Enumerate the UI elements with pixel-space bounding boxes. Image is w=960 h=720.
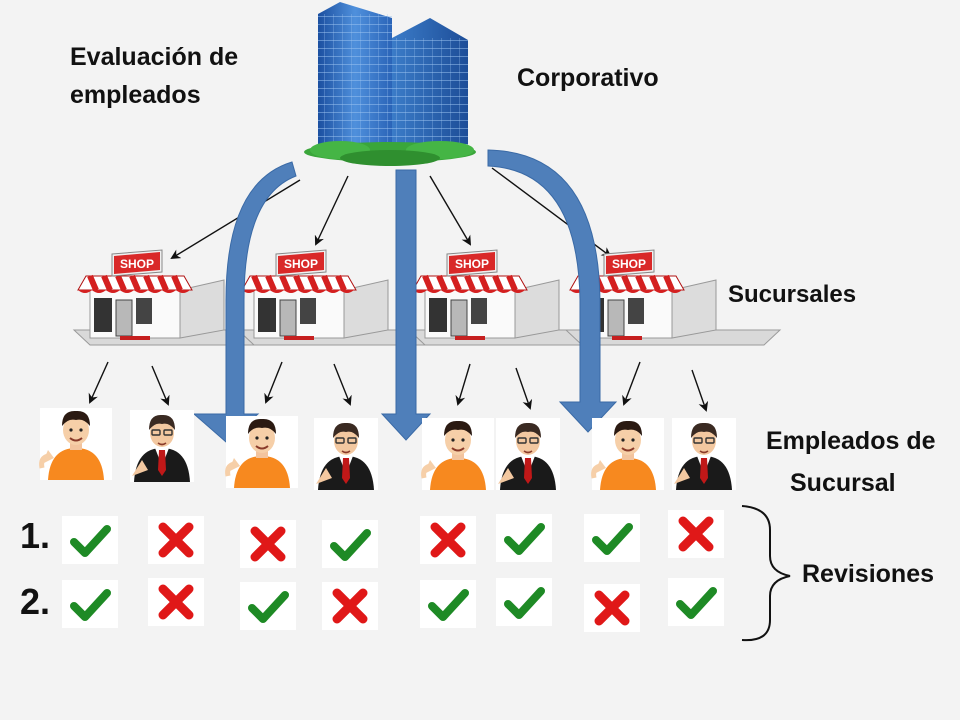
store-sign: SHOP [284,257,318,271]
check-icon-r2-c6 [496,578,552,626]
store-4: SHOP [566,250,780,345]
reviews-label: Revisiones [802,560,935,588]
review-row-2-number: 2. [20,581,51,622]
building-icon [304,2,476,166]
arrow-to-store-3 [429,175,472,246]
store-sign: SHOP [120,257,154,271]
store-3: SHOP [409,250,623,345]
employee-casual-4 [592,418,664,490]
check-icon-r1-c4 [322,520,378,568]
check-icon-r1-c6 [496,514,552,562]
employees-label-line1: Empleados de [766,427,936,455]
employee-manager-4 [671,417,737,491]
cross-icon-r1-c5 [420,516,476,564]
employee-manager-3 [495,417,561,491]
check-icon-r2-c1 [62,580,118,628]
review-marks [62,510,724,632]
arrow-to-store-1 [170,179,301,260]
cross-icon-r2-c4 [322,582,378,630]
check-icon-r2-c3 [240,582,296,630]
review-arrow-center [380,169,432,441]
store-sign: SHOP [455,257,489,271]
corporate-label: Corporativo [517,64,659,92]
check-icon-r2-c5 [420,580,476,628]
employee-manager-2 [313,417,379,491]
employees-label-line2: Sucursal [790,469,896,497]
curly-brace-icon [741,505,791,642]
review-row-1-number: 1. [20,515,51,556]
review-arrow-right [487,149,618,433]
cross-icon-r2-c7 [584,584,640,632]
employee-casual-1 [40,408,112,480]
check-icon-r1-c1 [62,516,118,564]
arrow-to-store-2 [314,175,349,246]
cross-icon-r1-c8 [668,510,724,558]
employees-label: Empleados de Sucursal [766,420,956,504]
store-sign: SHOP [612,257,646,271]
review-flow-arrows [192,149,618,443]
branches-label: Sucursales [728,281,857,308]
diagram-title: Evaluación de empleados [70,43,239,109]
branch-to-employee-arrows [88,361,709,412]
check-icon-r1-c7 [584,514,640,562]
store-2: SHOP [238,250,452,345]
store-1: SHOP [74,250,288,345]
cross-icon-r2-c2 [148,578,204,626]
employee-casual-2 [226,416,298,488]
cross-icon-r1-c2 [148,516,204,564]
employee-manager-1 [129,409,195,483]
cross-icon-r1-c3 [240,520,296,568]
employee-casual-3 [422,418,494,490]
check-icon-r2-c8 [668,578,724,626]
